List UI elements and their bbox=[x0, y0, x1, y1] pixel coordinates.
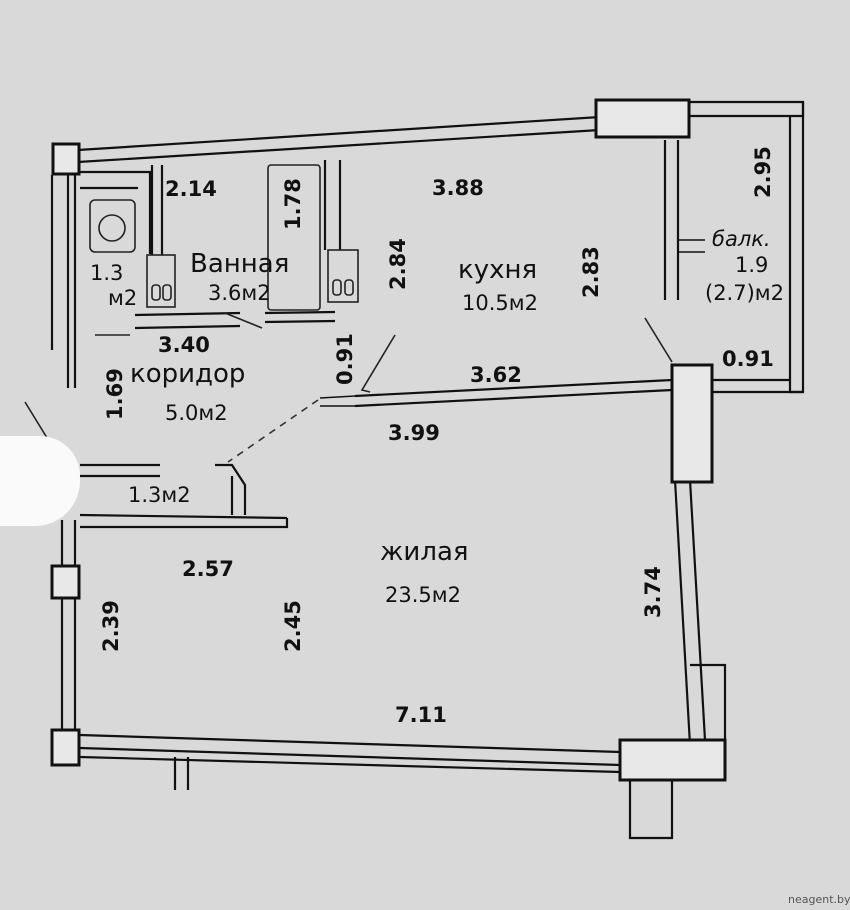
living-name: жилая bbox=[380, 537, 469, 567]
column-left bbox=[50, 564, 81, 600]
dim-2-83: 2.83 bbox=[579, 246, 603, 298]
dim-2-95: 2.95 bbox=[751, 146, 775, 198]
balcony-area-total: (2.7)м2 bbox=[705, 281, 784, 305]
balcony-area: 1.9 bbox=[735, 253, 768, 277]
corridor-name: коридор bbox=[130, 359, 245, 389]
dim-0-91-door: 0.91 bbox=[333, 333, 357, 385]
storage-area: 1.3м2 bbox=[128, 483, 191, 507]
sink-left bbox=[146, 254, 176, 308]
bath-name: Ванная bbox=[190, 249, 289, 279]
dim-3-40: 3.40 bbox=[158, 333, 210, 357]
toilet bbox=[89, 199, 136, 253]
wc-area: 1.3 bbox=[90, 261, 123, 285]
column-bl bbox=[50, 728, 81, 767]
bathtub bbox=[267, 164, 321, 311]
dim-0-91-balcony: 0.91 bbox=[722, 347, 774, 371]
fixtures bbox=[89, 164, 359, 311]
kitchen-name: кухня bbox=[458, 255, 537, 285]
bath-area: 3.6м2 bbox=[208, 281, 271, 305]
column-br bbox=[618, 738, 727, 782]
dim-1-69: 1.69 bbox=[103, 368, 127, 420]
dim-3-74: 3.74 bbox=[641, 566, 665, 618]
dim-2-14: 2.14 bbox=[165, 177, 217, 201]
columns bbox=[50, 98, 727, 782]
walls bbox=[24, 100, 805, 840]
redaction-blob bbox=[0, 436, 80, 526]
dim-3-99: 3.99 bbox=[388, 421, 440, 445]
dim-3-88: 3.88 bbox=[432, 176, 484, 200]
column-top bbox=[594, 98, 691, 139]
kitchen-area: 10.5м2 bbox=[462, 291, 538, 315]
dim-3-62: 3.62 bbox=[470, 363, 522, 387]
dim-2-45: 2.45 bbox=[281, 600, 305, 652]
sink-right bbox=[327, 249, 359, 303]
dim-1-78: 1.78 bbox=[281, 178, 305, 230]
wc-area-unit: м2 bbox=[108, 286, 137, 310]
dim-2-57: 2.57 bbox=[182, 557, 234, 581]
dim-2-84: 2.84 bbox=[386, 238, 410, 290]
balcony-name: балк. bbox=[712, 227, 771, 251]
dim-2-39: 2.39 bbox=[99, 600, 123, 652]
column-right bbox=[670, 363, 714, 484]
living-area: 23.5м2 bbox=[385, 583, 461, 607]
watermark: neagent.by bbox=[788, 893, 850, 906]
corridor-area: 5.0м2 bbox=[165, 401, 228, 425]
dim-7-11: 7.11 bbox=[395, 703, 447, 727]
column-tl bbox=[51, 142, 81, 176]
